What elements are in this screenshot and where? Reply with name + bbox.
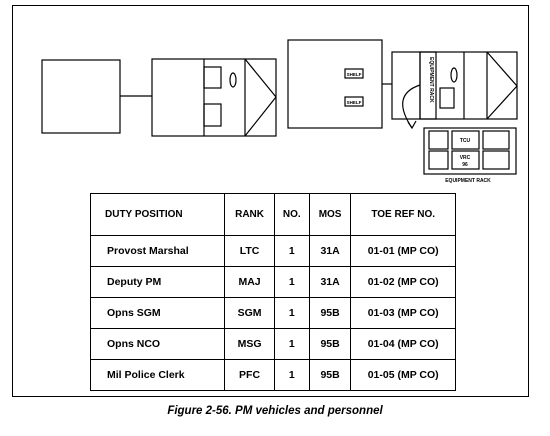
header-no: NO.	[273, 193, 310, 236]
figure-caption: Figure 2-56. PM vehicles and personnel	[167, 405, 383, 417]
table-row: Opns NCO MSG 1 95B 01-04 (MP CO)	[89, 328, 456, 360]
vehicle-1-seat-top	[203, 66, 222, 89]
mos-cell: 95B	[308, 359, 352, 391]
figure-frame	[12, 5, 529, 397]
vehicle-2-wheel	[450, 67, 458, 83]
rank-cell: SGM	[224, 297, 275, 329]
toe-ref-cell: 01-01 (MP CO)	[350, 235, 456, 267]
table-row: Opns SGM SGM 1 95B 01-03 (MP CO)	[89, 297, 456, 329]
table-row: Deputy PM MAJ 1 31A 01-02 (MP CO)	[89, 266, 456, 298]
vehicle-1-seat-bottom	[203, 103, 222, 127]
shelf-2	[344, 96, 364, 107]
rack-slot-4	[428, 150, 449, 170]
rack-slot-1	[428, 130, 449, 150]
duty-position-cell: Opns NCO	[89, 328, 226, 360]
equipment-rack-vertical-label: EQUIPMENT RACK	[428, 57, 434, 103]
tcu-label: TCU	[460, 138, 471, 144]
mos-cell: 31A	[308, 266, 352, 298]
equipment-rack-caption: EQUIPMENT RACK	[445, 178, 491, 184]
rack-swing-arrow	[402, 84, 421, 129]
header-duty-position: DUTY POSITION	[89, 193, 226, 236]
vrc-label: VRC	[460, 155, 471, 161]
rank-cell: LTC	[224, 235, 275, 267]
number-cell: 1	[273, 266, 310, 298]
vehicle-1-body	[151, 58, 277, 137]
toe-ref-cell: 01-05 (MP CO)	[350, 359, 456, 391]
vehicle-1-wheel	[229, 72, 237, 88]
table-row: Provost Marshal LTC 1 31A 01-01 (MP CO)	[89, 235, 456, 267]
vehicle-2-body	[391, 51, 518, 120]
mos-cell: 95B	[308, 328, 352, 360]
vehicle-1-trailer	[41, 59, 121, 134]
rack-slot-6	[482, 150, 510, 170]
table-row: Mil Police Clerk PFC 1 95B 01-05 (MP CO)	[89, 359, 456, 391]
mos-cell: 95B	[308, 297, 352, 329]
header-rank: RANK	[224, 193, 275, 236]
personnel-table: DUTY POSITION RANK NO. MOS TOE REF NO. P…	[89, 193, 456, 391]
number-cell: 1	[273, 328, 310, 360]
duty-position-cell: Mil Police Clerk	[89, 359, 226, 391]
vrc-slot	[451, 150, 480, 170]
vrc-sub-label: 96	[462, 162, 468, 168]
mos-cell: 31A	[308, 235, 352, 267]
equipment-rack	[423, 127, 517, 175]
toe-ref-cell: 01-02 (MP CO)	[350, 266, 456, 298]
toe-ref-cell: 01-04 (MP CO)	[350, 328, 456, 360]
vehicle-layout-diagram: SHELF SHELF EQUIPMENT RACK TCU VRC 96 EQ…	[41, 39, 518, 184]
vehicle-2-trailer	[287, 39, 383, 129]
number-cell: 1	[273, 359, 310, 391]
table-header-row: DUTY POSITION RANK NO. MOS TOE REF NO.	[89, 193, 456, 236]
shelf-1	[344, 68, 364, 79]
duty-position-cell: Deputy PM	[89, 266, 226, 298]
number-cell: 1	[273, 235, 310, 267]
vehicle-2-seat	[439, 87, 455, 109]
tcu-slot	[451, 130, 480, 150]
shelf-label-2: SHELF	[347, 100, 362, 105]
rack-slot-3	[482, 130, 510, 150]
header-mos: MOS	[308, 193, 352, 236]
rank-cell: MSG	[224, 328, 275, 360]
rank-cell: MAJ	[224, 266, 275, 298]
shelf-label-1: SHELF	[347, 72, 362, 77]
number-cell: 1	[273, 297, 310, 329]
toe-ref-cell: 01-03 (MP CO)	[350, 297, 456, 329]
header-toe-ref: TOE REF NO.	[350, 193, 456, 236]
duty-position-cell: Opns SGM	[89, 297, 226, 329]
rank-cell: PFC	[224, 359, 275, 391]
duty-position-cell: Provost Marshal	[89, 235, 226, 267]
